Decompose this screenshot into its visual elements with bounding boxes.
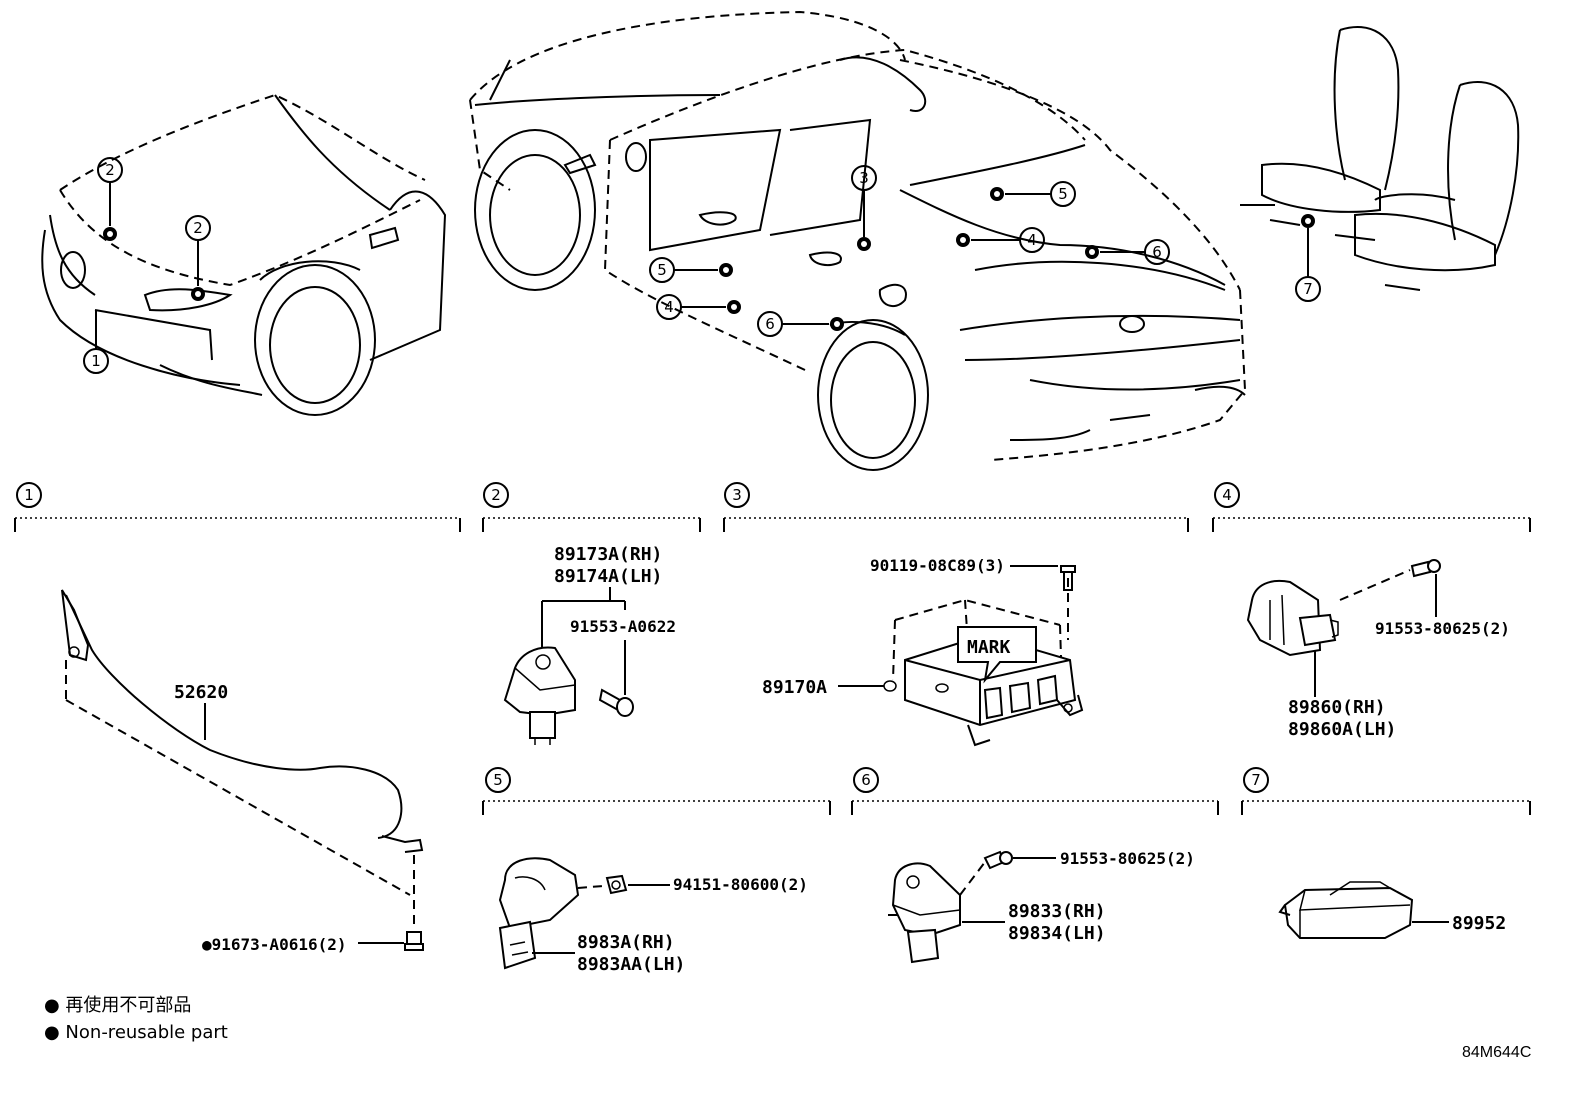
diagram-code: 84M644C xyxy=(1462,1044,1531,1061)
callout-3-rear[interactable]: 3 xyxy=(851,165,877,251)
svg-text:6: 6 xyxy=(1152,243,1162,261)
svg-text:91553-80625(2): 91553-80625(2) xyxy=(1060,849,1195,868)
s3-mark-callout: MARK xyxy=(957,626,1037,684)
svg-text:4: 4 xyxy=(664,298,674,316)
svg-text:6: 6 xyxy=(861,771,871,789)
callout-6-rear-door[interactable]: 6 xyxy=(757,311,844,337)
s5-sensor-drawing xyxy=(498,857,628,970)
s4-rh-label[interactable]: 89860(RH) xyxy=(1288,650,1386,718)
svg-text:2: 2 xyxy=(105,161,115,179)
svg-text:91553-A0622: 91553-A0622 xyxy=(570,617,676,636)
s5-lh-label[interactable]: 8983AA(LH) xyxy=(577,954,685,975)
svg-text:52620: 52620 xyxy=(174,682,228,703)
callout-1-front[interactable]: 1 xyxy=(83,310,109,374)
svg-text:89860A(LH): 89860A(LH) xyxy=(1288,719,1396,740)
svg-text:89834(LH): 89834(LH) xyxy=(1008,923,1106,944)
svg-text:89173A(RH): 89173A(RH) xyxy=(554,544,662,565)
s4-lh-label[interactable]: 89860A(LH) xyxy=(1288,719,1396,740)
callout-5-door[interactable]: 5 xyxy=(649,257,733,283)
s1-sensor-wire-label[interactable]: 52620 xyxy=(174,682,228,740)
s1-clip-label[interactable]: ●91673-A0616(2) xyxy=(202,935,404,954)
svg-text:3: 3 xyxy=(732,486,742,504)
s6-bolt-label[interactable]: 91553-80625(2) xyxy=(1013,849,1195,868)
s1-wire-drawing xyxy=(61,589,424,951)
callout-6-interior[interactable]: 6 xyxy=(1085,239,1170,265)
s6-rh-label[interactable]: 89833(RH) xyxy=(962,901,1106,923)
svg-text:2: 2 xyxy=(491,486,501,504)
s6-lh-label[interactable]: 89834(LH) xyxy=(1008,923,1106,944)
callout-2-front-left[interactable]: 2 xyxy=(97,157,123,241)
s2-bolt-label[interactable]: 91553-A0622 xyxy=(570,617,676,695)
svg-text:7: 7 xyxy=(1251,771,1261,789)
svg-text:89860(RH): 89860(RH) xyxy=(1288,697,1386,718)
svg-text:5: 5 xyxy=(657,261,667,279)
callout-7-seat[interactable]: 7 xyxy=(1295,214,1321,302)
rear-vehicle-illustration xyxy=(469,10,1247,471)
section-7-header: 7 xyxy=(1241,767,1531,815)
s3-bolt-label[interactable]: 90119-08C89(3) xyxy=(870,556,1058,575)
section-5-header: 5 xyxy=(482,767,831,815)
callout-4-interior[interactable]: 4 xyxy=(956,227,1045,253)
svg-text:● Non-reusable part: ● Non-reusable part xyxy=(44,1022,228,1043)
callout-5-interior[interactable]: 5 xyxy=(990,181,1076,207)
section-3-header: 3 xyxy=(723,482,1189,532)
callout-4-door[interactable]: 4 xyxy=(656,294,741,320)
svg-text:1: 1 xyxy=(24,486,34,504)
svg-text:89833(RH): 89833(RH) xyxy=(1008,901,1106,922)
svg-text:●91673-A0616(2): ●91673-A0616(2) xyxy=(202,935,347,954)
svg-text:6: 6 xyxy=(765,315,775,333)
front-vehicle-illustration xyxy=(41,93,447,416)
s7-sensor-drawing xyxy=(1278,881,1414,939)
svg-text:5: 5 xyxy=(493,771,503,789)
section-1-header: 1 xyxy=(14,482,461,532)
svg-text:1: 1 xyxy=(91,352,101,370)
legend: ● 再使用不可部品 ● Non-reusable part xyxy=(44,995,228,1043)
s4-sensor-drawing xyxy=(1246,559,1441,657)
section-6-header: 6 xyxy=(851,767,1219,815)
s3-ecu-label[interactable]: 89170A xyxy=(762,677,884,698)
s5-rh-label[interactable]: 8983A(RH) xyxy=(532,932,675,954)
svg-text:MARK: MARK xyxy=(967,637,1011,658)
svg-text:5: 5 xyxy=(1058,185,1068,203)
s2-sensor-drawing xyxy=(503,646,634,745)
svg-text:2: 2 xyxy=(193,219,203,237)
s2-rh-label[interactable]: 89173A(RH) xyxy=(554,544,662,565)
s7-sensor-label[interactable]: 89952 xyxy=(1412,913,1506,934)
svg-text:8983A(RH): 8983A(RH) xyxy=(577,932,675,953)
svg-text:7: 7 xyxy=(1303,280,1313,298)
s4-bolt-label[interactable]: 91553-80625(2) xyxy=(1375,574,1510,638)
section-2-header: 2 xyxy=(482,482,701,532)
s5-nut-label[interactable]: 94151-80600(2) xyxy=(628,875,808,894)
svg-text:89952: 89952 xyxy=(1452,913,1506,934)
callout-2-front-right[interactable]: 2 xyxy=(185,215,211,301)
svg-text:89174A(LH): 89174A(LH) xyxy=(554,566,662,587)
section-4-header: 4 xyxy=(1212,482,1531,532)
s6-sensor-drawing xyxy=(888,850,1013,964)
svg-text:4: 4 xyxy=(1222,486,1232,504)
seats-illustration xyxy=(1240,25,1520,291)
svg-text:90119-08C89(3): 90119-08C89(3) xyxy=(870,556,1005,575)
svg-text:91553-80625(2): 91553-80625(2) xyxy=(1375,619,1510,638)
svg-text:8983AA(LH): 8983AA(LH) xyxy=(577,954,685,975)
svg-text:4: 4 xyxy=(1027,231,1037,249)
svg-text:89170A: 89170A xyxy=(762,677,827,698)
svg-text:94151-80600(2): 94151-80600(2) xyxy=(673,875,808,894)
svg-text:● 再使用不可部品: ● 再使用不可部品 xyxy=(44,995,191,1016)
s2-lh-label[interactable]: 89174A(LH) xyxy=(541,566,662,648)
svg-text:3: 3 xyxy=(859,169,869,187)
